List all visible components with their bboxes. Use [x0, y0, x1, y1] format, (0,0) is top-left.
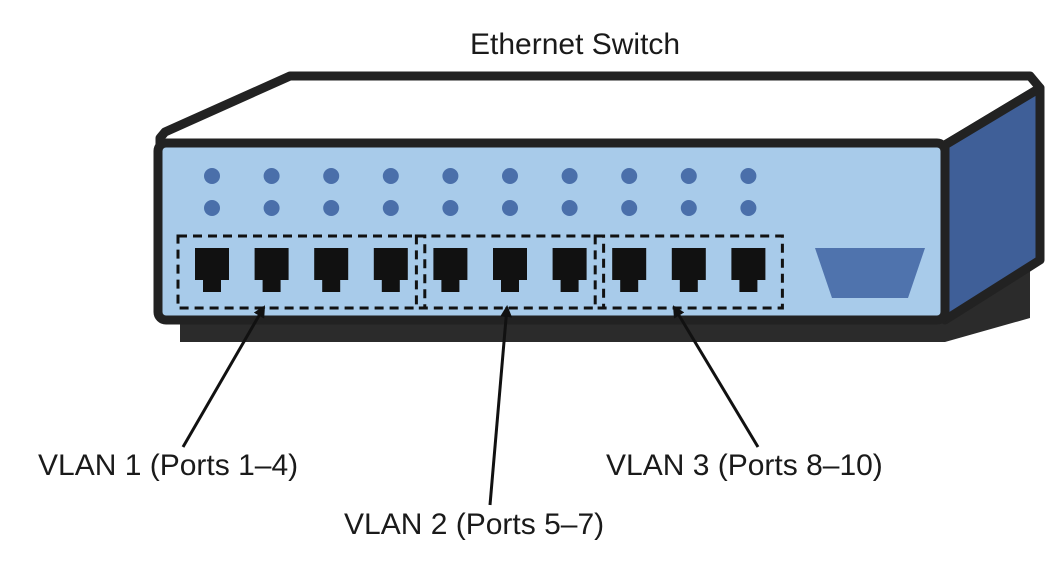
port-1-led-2 [204, 200, 220, 216]
port-7-led-1 [561, 168, 578, 184]
vlan-1-label: VLAN 1 (Ports 1–4) [38, 449, 299, 482]
vlan-2-arrow [488, 305, 513, 506]
port-5 [433, 248, 468, 292]
arrow-group [181, 305, 760, 506]
port-3-led-1 [323, 168, 340, 184]
port-5-led-2 [442, 200, 459, 216]
port-10-led-1 [740, 168, 757, 184]
port-6-led-1 [502, 168, 518, 184]
vlan-1-arrow [181, 305, 266, 448]
switch-top-face [155, 71, 1045, 150]
port-8 [612, 248, 647, 292]
led-group [204, 168, 757, 216]
port-2-led-1 [263, 168, 280, 184]
vlan-1-box [176, 234, 427, 310]
port-4 [373, 248, 408, 292]
port-2-led-2 [263, 200, 280, 216]
port-8-led-1 [621, 168, 638, 184]
port-7-led-2 [561, 200, 578, 216]
port-group [195, 248, 766, 292]
port-4-led-2 [382, 200, 399, 216]
port-7 [552, 248, 587, 292]
console-port [815, 248, 925, 298]
port-10-led-2 [740, 200, 757, 216]
diagram-title: Ethernet Switch [470, 28, 681, 61]
vlan-3-box [593, 234, 784, 310]
port-9 [671, 248, 706, 292]
port-1 [195, 248, 229, 292]
vlan-2-label: VLAN 2 (Ports 5–7) [344, 508, 605, 541]
port-9-led-2 [680, 200, 697, 216]
port-1-led-1 [204, 168, 220, 184]
port-8-led-2 [621, 200, 638, 216]
port-2 [254, 248, 289, 292]
port-5-led-1 [442, 168, 459, 184]
vlan-3-label: VLAN 3 (Ports 8–10) [606, 449, 883, 482]
port-6-led-2 [502, 200, 518, 216]
port-6 [493, 248, 527, 292]
port-9-led-1 [680, 168, 697, 184]
port-10 [731, 248, 766, 292]
port-3-led-2 [323, 200, 340, 216]
vlan-3-arrow [672, 305, 760, 448]
port-4-led-1 [382, 168, 399, 184]
port-3 [314, 248, 349, 292]
